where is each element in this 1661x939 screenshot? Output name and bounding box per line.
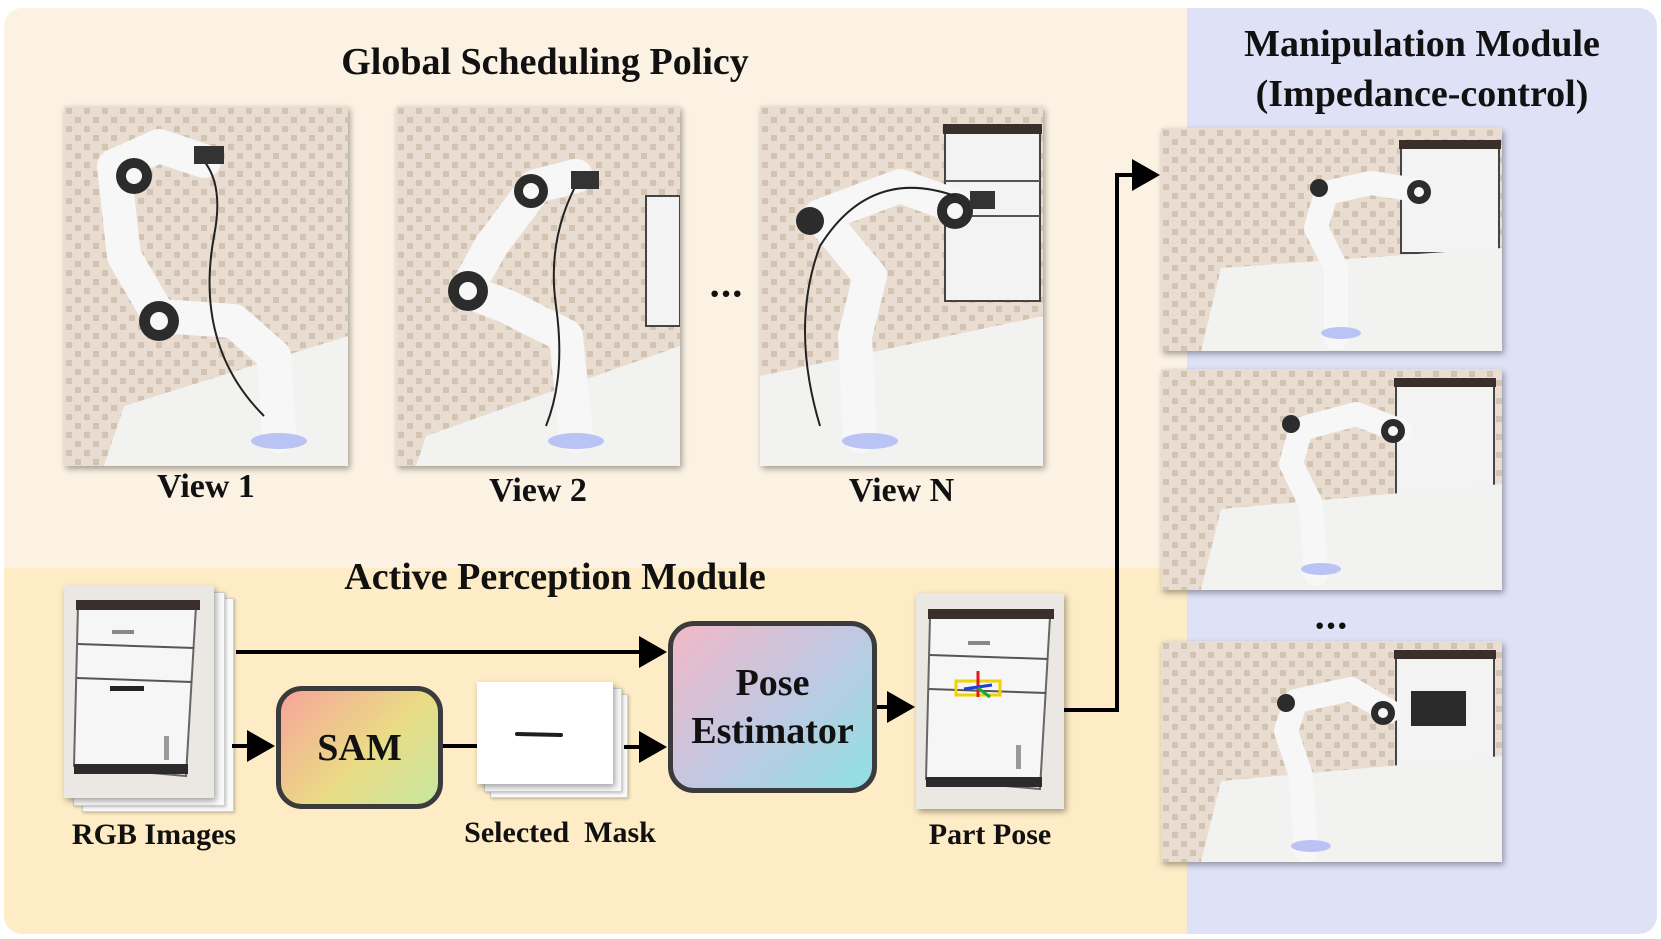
perception-title: Active Perception Module (344, 556, 766, 598)
part-pose-label: Part Pose (928, 818, 1052, 851)
manipulation-image-2 (1161, 369, 1502, 590)
pose-estimator-line2: Estimator (691, 710, 854, 752)
manipulation-title-line2: (Impedance-control) (1255, 73, 1589, 115)
view-n-label: View N (848, 472, 955, 509)
selected-mask-label: Selected Mask (464, 816, 656, 849)
manipulation-image-3 (1161, 641, 1502, 862)
manipulation-image-1 (1161, 128, 1502, 351)
rgb-image (64, 586, 214, 798)
views-ellipsis: ··· (707, 271, 744, 316)
view-1-image (64, 106, 348, 466)
manipulation-ellipsis: ··· (1312, 603, 1349, 648)
global-policy-title: Global Scheduling Policy (341, 41, 749, 83)
rgb-images-label: RGB Images (71, 818, 237, 851)
sam-label: SAM (317, 726, 402, 769)
view-2-label: View 2 (489, 472, 587, 509)
view-1-label: View 1 (157, 468, 255, 505)
pose-estimator-box: Pose Estimator (668, 621, 877, 793)
part-pose-image (916, 593, 1064, 809)
manipulation-title-line1: Manipulation Module (1244, 23, 1600, 65)
view-n-image (760, 106, 1043, 466)
selected-mask-image (477, 682, 613, 784)
sam-module-box: SAM (276, 686, 443, 809)
view-2-image (396, 106, 680, 466)
pose-estimator-line1: Pose (735, 662, 810, 704)
